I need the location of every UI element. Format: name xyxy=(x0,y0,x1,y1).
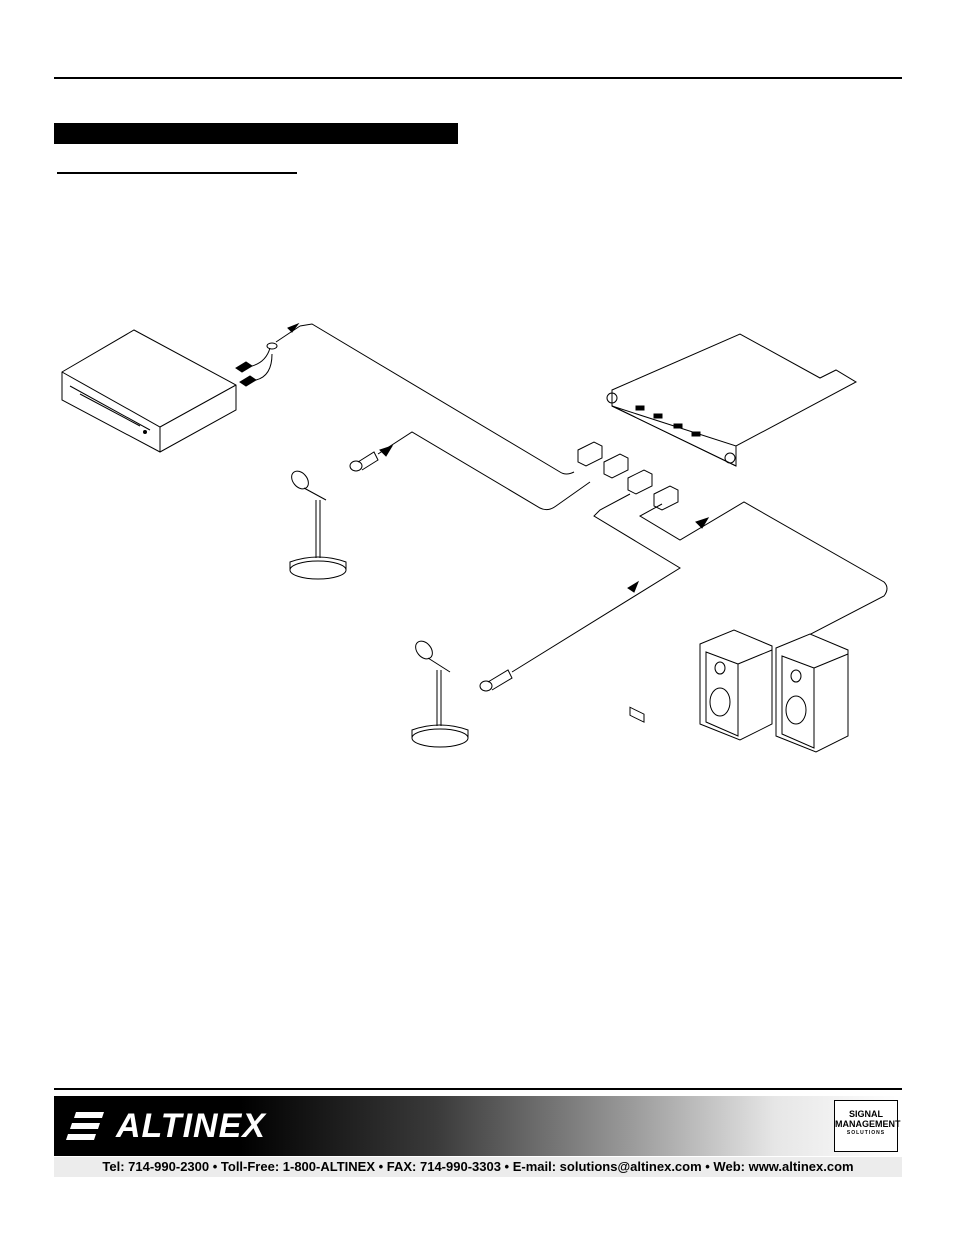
xlr-connector xyxy=(349,451,379,472)
footer-rule xyxy=(54,1088,902,1090)
arrow-icon xyxy=(627,580,640,593)
contact-line: Tel: 714-990-2300 • Toll-Free: 1-800-ALT… xyxy=(54,1157,902,1177)
badge-line-3: SOLUTIONS xyxy=(846,1130,886,1136)
signal-management-badge: SIGNAL MANAGEMENT SOLUTIONS xyxy=(834,1100,901,1152)
cable-vcr xyxy=(299,323,575,475)
arrow-icon xyxy=(287,322,300,333)
badge-line-1: SIGNAL xyxy=(848,1109,883,1119)
footer-banner: ALTINEX SIGNAL MANAGEMENT SOLUTIONS xyxy=(54,1096,902,1156)
microphone xyxy=(411,640,469,748)
xlr-connector xyxy=(479,669,513,692)
interface-card xyxy=(606,333,858,723)
badge-line-2: MANAGEMENT xyxy=(835,1119,901,1129)
header-rule xyxy=(54,77,902,79)
microphone xyxy=(289,470,347,580)
speaker xyxy=(699,629,773,741)
subsection-underline xyxy=(57,172,297,174)
altinex-logo: ALTINEX xyxy=(66,1109,266,1143)
cable-speakers xyxy=(638,501,888,651)
arrow-icon xyxy=(695,517,710,529)
vcr-player xyxy=(61,329,237,453)
connection-diagram xyxy=(61,322,888,753)
brand-name: ALTINEX xyxy=(116,1107,266,1145)
cable-mic-2 xyxy=(511,493,681,673)
cable-mic-1 xyxy=(377,431,591,511)
speaker xyxy=(775,633,849,753)
arrow-icon xyxy=(379,445,394,457)
terminal-blocks xyxy=(577,441,679,511)
rca-connectors xyxy=(235,325,301,387)
altinex-logo-mark-icon xyxy=(66,1112,104,1140)
section-heading-bar xyxy=(54,123,458,144)
